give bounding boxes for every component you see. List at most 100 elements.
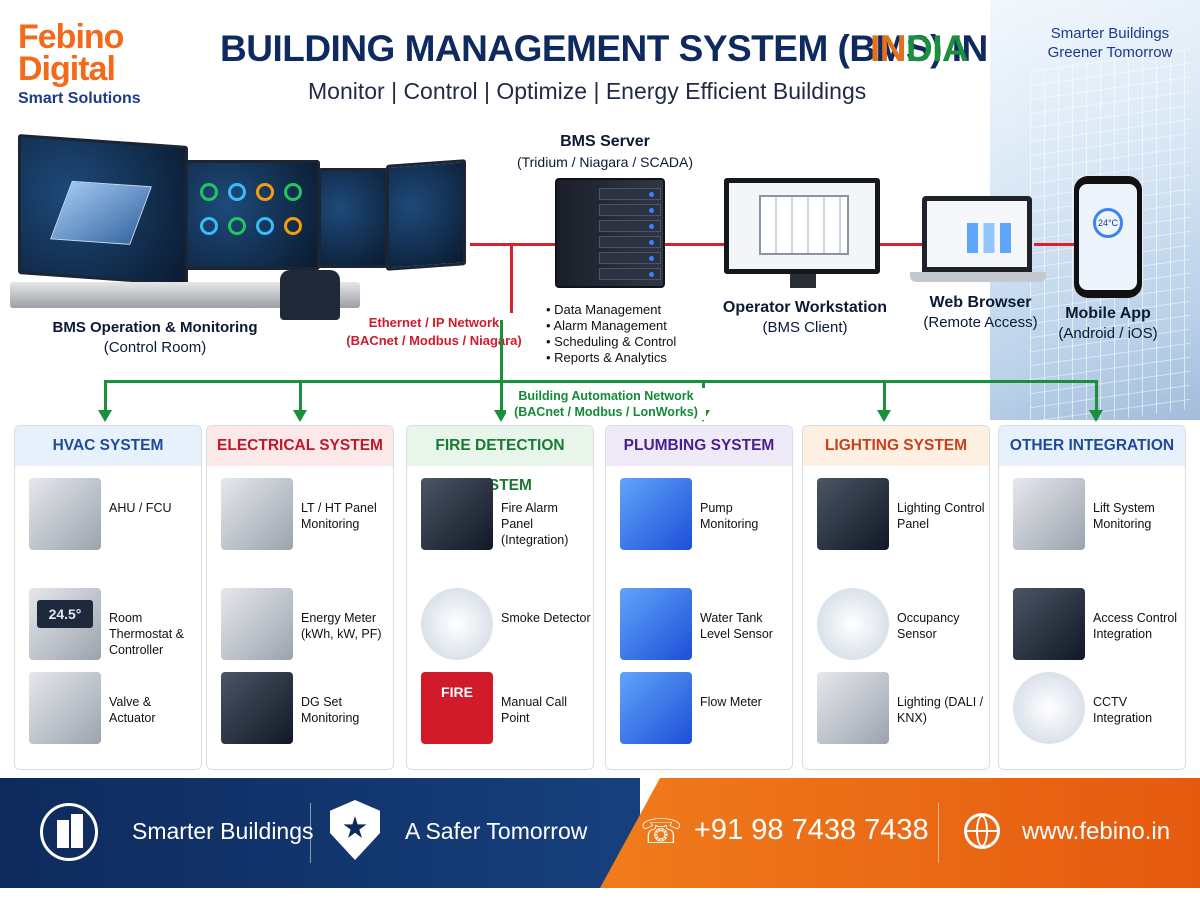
- network-link-mobile: [1034, 243, 1076, 246]
- system-item-label: Room Thermostat & Controller: [109, 611, 185, 657]
- arrow-down-icon: [494, 410, 508, 422]
- arrow-down-icon: [877, 410, 891, 422]
- system-item-label: AHU / FCU: [109, 501, 172, 515]
- valve-icon: [29, 672, 101, 744]
- system-item-label: Lighting (DALI / KNX): [897, 695, 984, 725]
- footer-smarter-buildings: Smarter Buildings: [132, 818, 314, 844]
- logo-line2: Digital: [18, 50, 116, 88]
- browser-title: Web Browser: [929, 294, 1032, 311]
- control-room-monitor-right2: [386, 159, 466, 271]
- monitor-stand: [790, 274, 816, 288]
- bottom-strip: [0, 888, 1200, 908]
- workstation-label: Operator Workstation (BMS Client): [720, 298, 890, 338]
- server-title: BMS Server: [560, 133, 650, 150]
- title-in: IN: [870, 28, 907, 69]
- building-icon: [40, 803, 98, 861]
- page-subtitle: Monitor | Control | Optimize | Energy Ef…: [308, 78, 867, 104]
- tagline-line2: Greener Tomorrow: [1047, 44, 1173, 61]
- lift-icon: [1013, 478, 1085, 550]
- system-item-label: Energy Meter (kWh, kW, PF): [301, 611, 382, 641]
- logo-line1: Febino: [18, 18, 124, 56]
- system-item-label: Manual Call Point: [501, 695, 568, 725]
- system-panel-electrical-system: ELECTRICAL SYSTEM LT / HT Panel Monitorin…: [206, 425, 394, 770]
- cctv-icon: [1013, 672, 1085, 744]
- footer-safer-tomorrow: A Safer Tomorrow: [405, 818, 588, 844]
- footer-phone[interactable]: +91 98 7438 7438: [694, 814, 929, 846]
- automation-drop: [883, 380, 886, 410]
- server-function: • Alarm Management: [546, 318, 667, 333]
- thermostat-icon: 24.5°: [29, 588, 101, 660]
- network-link-browser: [880, 243, 928, 246]
- system-panel-title: OTHER INTEGRATION: [999, 426, 1185, 466]
- footer-separator: [938, 803, 939, 863]
- mobile-temp-display: 24°C: [1093, 208, 1123, 238]
- title-dia: DIA: [906, 28, 969, 69]
- pump-icon: [620, 478, 692, 550]
- automation-network-label: Building Automation Network (BACnet / Mo…: [506, 388, 706, 420]
- tank-icon: [620, 588, 692, 660]
- device-display-text: 24.5°: [37, 600, 93, 628]
- system-panel-title: ELECTRICAL SYSTEM: [207, 426, 393, 466]
- ethernet-label: Ethernet / IP Network (BACnet / Modbus /…: [344, 314, 524, 350]
- control-room-monitor-left: [18, 134, 188, 286]
- title-text: BUILDING MANAGEMENT SYSTEM (BMS) IN: [220, 28, 988, 69]
- control-room-title: BMS Operation & Monitoring: [52, 319, 258, 336]
- system-item-label: Smoke Detector: [501, 611, 591, 625]
- workstation-sub: (BMS Client): [762, 319, 848, 336]
- network-link-control: [470, 243, 560, 246]
- automation-drop: [500, 380, 503, 410]
- light-fixture-icon: [817, 672, 889, 744]
- system-item-label: Access Control Integration: [1093, 611, 1178, 641]
- energy-meter-icon: [221, 588, 293, 660]
- automation-trunk-line: [500, 320, 503, 382]
- brand-logo: Febino Digital Smart Solutions: [18, 18, 178, 108]
- star-icon: [343, 816, 367, 838]
- laptop-base: [910, 272, 1046, 282]
- network-link-workstation: [665, 243, 725, 246]
- control-room-chair: [280, 270, 340, 320]
- mobile-sub: (Android / iOS): [1058, 325, 1158, 342]
- title-india: INDIA: [870, 28, 969, 70]
- smoke-detector-icon: [421, 588, 493, 660]
- globe-icon: [964, 813, 1000, 849]
- system-item-label: DG Set Monitoring: [301, 695, 360, 725]
- building-3d-icon: [50, 180, 152, 245]
- browser-sub: (Remote Access): [923, 314, 1038, 331]
- control-room-monitor-center: [185, 160, 320, 270]
- system-item-label: Occupancy Sensor: [897, 611, 960, 641]
- system-item-label: LT / HT Panel Monitoring: [301, 501, 377, 531]
- bms-server-icon: [555, 178, 665, 288]
- chart-icon: [967, 223, 1022, 253]
- automation-drop: [1095, 380, 1098, 410]
- ethernet-line1: Ethernet / IP Network: [368, 315, 500, 330]
- automation-drop: [299, 380, 302, 410]
- arrow-down-icon: [293, 410, 307, 422]
- footer-website[interactable]: www.febino.in: [1022, 818, 1171, 845]
- device-display-text: FIRE: [441, 684, 473, 700]
- system-item-label: CCTV Integration: [1093, 695, 1153, 725]
- system-panel-title: FIRE DETECTION SYSTEM: [407, 426, 593, 494]
- system-item-label: Flow Meter: [700, 695, 762, 709]
- workstation-title: Operator Workstation: [722, 299, 888, 316]
- fire-panel-icon: [421, 478, 493, 550]
- generator-icon: [221, 672, 293, 744]
- browser-label: Web Browser (Remote Access): [908, 293, 1053, 333]
- system-item-label: Pump Monitoring: [700, 501, 759, 531]
- system-item-label: Water Tank Level Sensor: [700, 611, 773, 641]
- server-function: • Reports & Analytics: [546, 350, 667, 365]
- ethernet-line2: (BACnet / Modbus / Niagara): [346, 333, 522, 348]
- control-room-monitor-right1: [318, 168, 388, 268]
- server-sub: (Tridium / Niagara / SCADA): [516, 154, 694, 170]
- tagline-line1: Smarter Buildings: [1050, 25, 1170, 42]
- server-function: • Data Management: [546, 302, 662, 317]
- floor-plan-icon: [759, 195, 849, 255]
- server-label: BMS Server (Tridium / Niagara / SCADA): [505, 132, 705, 172]
- control-room-label: BMS Operation & Monitoring (Control Room…: [40, 318, 270, 358]
- logo-tagline: Smart Solutions: [18, 90, 141, 107]
- ahu-icon: [29, 478, 101, 550]
